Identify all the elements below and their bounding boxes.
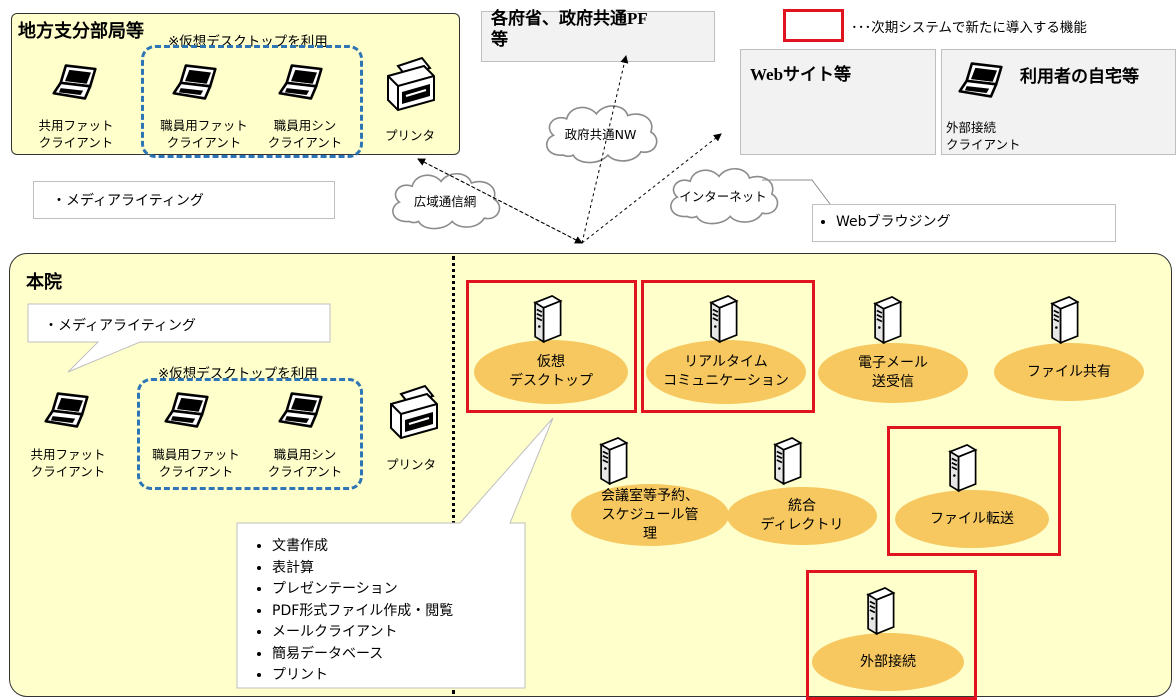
web-browsing-list: Webブラウジング: [814, 212, 951, 234]
server-icon: [863, 584, 897, 636]
web-browsing-callout: [812, 204, 1116, 242]
regional-office-title: 地方支分部局等: [18, 21, 144, 42]
main-staff-fat-client-label: 職員用ファット クライアント: [152, 447, 240, 479]
new-function-frame-file-transfer: [887, 426, 1061, 556]
function-item: メールクライアント: [272, 622, 453, 644]
function-item: 表計算: [272, 558, 453, 580]
external-connection-service: 外部接続: [812, 633, 964, 691]
realtime-communication-service: リアルタイム コミュニケーション: [646, 340, 806, 404]
file-share-service: ファイル共有: [994, 343, 1144, 401]
function-item: 簡易データベース: [272, 644, 453, 666]
main-staff-thin-client-label: 職員用シン クライアント: [267, 447, 343, 479]
functions-list: 文書作成 表計算 プレゼンテーション PDF形式ファイル作成・閲覧 メールクライ…: [250, 536, 453, 687]
file-transfer-service: ファイル転送: [895, 490, 1049, 548]
regional-vdi-group: [141, 45, 363, 158]
legend-text: ･･･次期システムで新たに導入する機能: [851, 20, 1087, 36]
email-service: 電子メール 送受信: [818, 343, 968, 403]
server-icon: [870, 293, 904, 345]
function-item: 文書作成: [272, 536, 453, 558]
home-client-label: 外部接続 クライアント: [946, 120, 1021, 152]
server-icon: [530, 292, 564, 344]
legend-red-swatch: [783, 9, 844, 42]
regional-callout-text: ・メディアライティング: [52, 193, 204, 209]
main-vdi-group: [137, 378, 363, 490]
new-function-frame-realtime: [641, 280, 815, 413]
server-icon: [770, 434, 804, 486]
function-item: プレゼンテーション: [272, 579, 453, 601]
regional-shared-fat-client-label: 共用ファット クライアント: [38, 118, 114, 150]
function-item: PDF形式ファイル作成・閲覧: [272, 601, 453, 623]
integrated-directory-service: 統合 ディレクトリ: [727, 487, 877, 545]
virtual-desktop-service: 仮想 デスクトップ: [474, 340, 628, 404]
new-function-frame-virtual-desktop: [466, 280, 637, 413]
main-printer-label: プリンタ: [385, 457, 436, 472]
home-title: 利用者の自宅等: [1020, 67, 1139, 86]
web-browsing-item: Webブラウジング: [836, 212, 951, 234]
server-icon: [706, 292, 740, 344]
function-item: プリント: [272, 665, 453, 687]
websites-box: [740, 49, 936, 155]
regional-staff-fat-client-label: 職員用ファット クライアント: [160, 118, 248, 150]
main-shared-fat-client-label: 共用ファット クライアント: [30, 447, 106, 479]
main-callout-text: ・メディアライティング: [44, 318, 196, 334]
server-icon: [1047, 293, 1081, 345]
server-icon: [596, 434, 630, 486]
regional-staff-thin-client-label: 職員用シン クライアント: [267, 118, 343, 150]
regional-callout: [33, 181, 335, 219]
regional-printer-label: プリンタ: [384, 128, 435, 143]
websites-title: Webサイト等: [750, 65, 852, 84]
divider-dotted: [452, 256, 455, 694]
meeting-room-scheduling-service: 会議室等予約、 スケジュール管 理: [571, 484, 729, 546]
server-icon: [945, 441, 979, 493]
main-office-title: 本院: [26, 272, 62, 293]
ministries-title: 各府省、政府共通PF 等: [491, 9, 648, 49]
